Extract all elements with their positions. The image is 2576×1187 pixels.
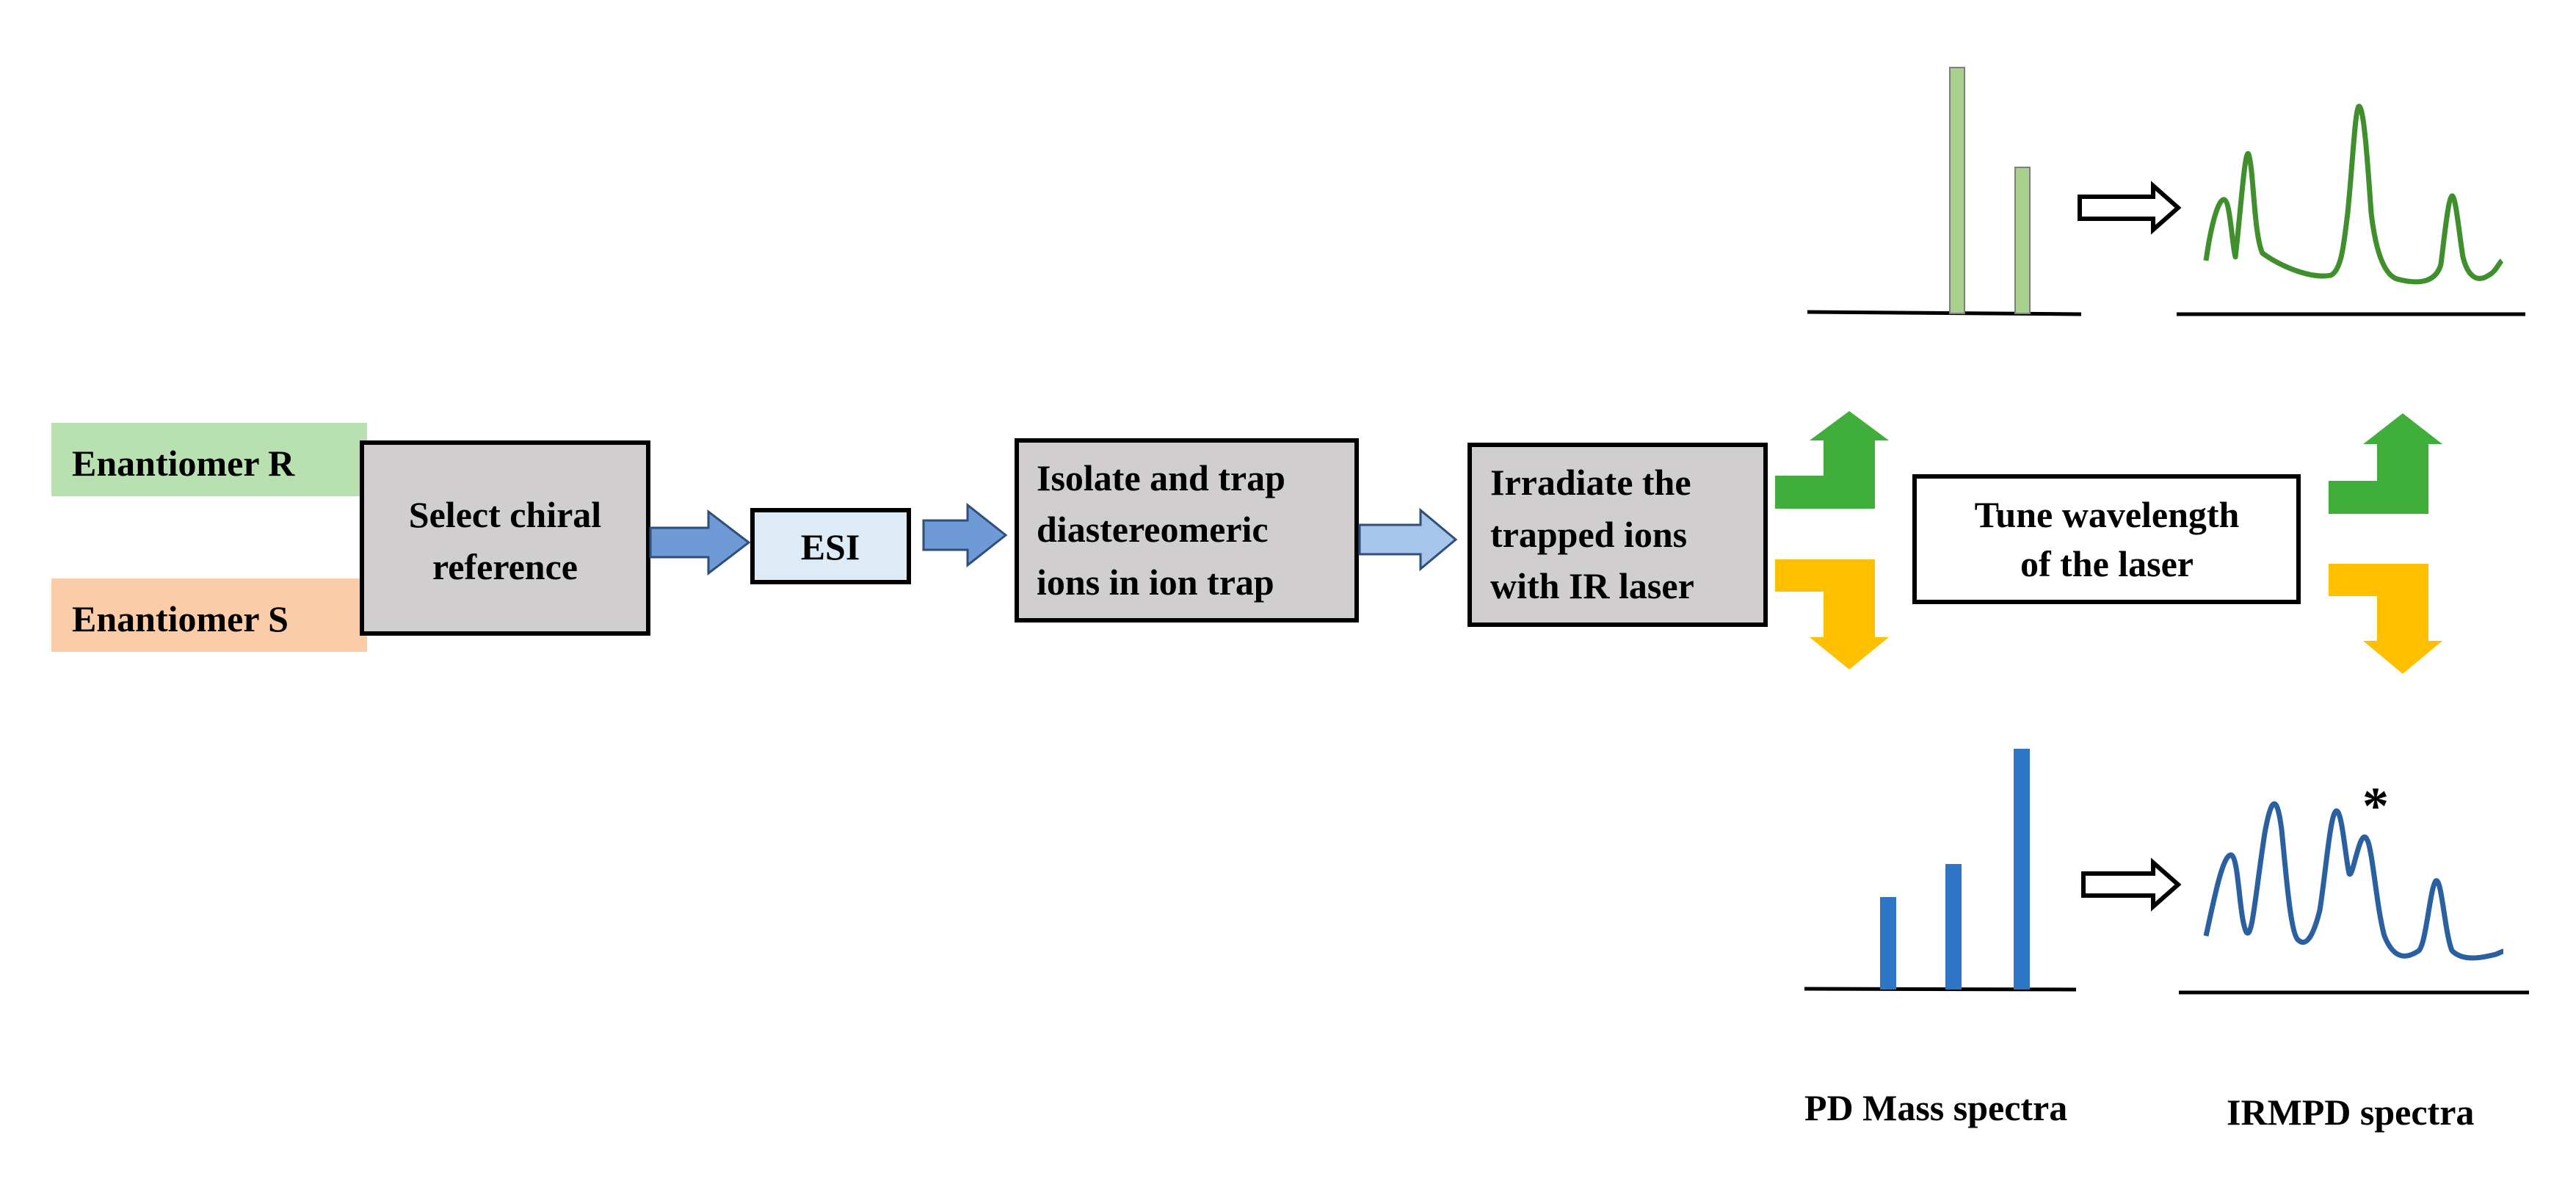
- pd-mass-spectra-label: PD Mass spectra: [1804, 1087, 2067, 1128]
- select-chiral-reference-line-2: reference: [432, 546, 578, 587]
- asterisk-marker: *: [2362, 777, 2389, 835]
- tune-wavelength-line-1: Tune wavelength: [1975, 494, 2240, 535]
- green-transition-arrow: [2078, 181, 2182, 235]
- select-chiral-reference-frame: [360, 440, 650, 636]
- enantiomer-s-text: Enantiomer S: [72, 598, 289, 639]
- flow-arrow-1: [649, 509, 751, 576]
- enantiomer-r-text: Enantiomer R: [72, 443, 295, 484]
- flow-arrow-2: [922, 502, 1008, 568]
- enantiomer-s-label: Enantiomer S: [51, 578, 367, 652]
- select-chiral-reference-line-1: Select chiral: [409, 494, 602, 535]
- flow-arrow-3: [1358, 507, 1458, 572]
- irmpd-spectra-label: IRMPD spectra: [2227, 1092, 2474, 1133]
- irradiate-line-2: trapped ions: [1490, 514, 1687, 555]
- blue-mass-peak-3: [2014, 749, 2030, 990]
- green-mass-peak-2: [2014, 167, 2031, 314]
- enantiomer-s-background: [51, 578, 367, 652]
- enantiomer-r-background: [51, 423, 367, 496]
- isolate-and-trap-line-3: ions in ion trap: [1037, 562, 1274, 603]
- green-mass-peak-1: [1949, 67, 1965, 314]
- isolate-and-trap-line-1: Isolate and trap: [1037, 457, 1285, 498]
- green-irmpd-curve: [2203, 104, 2504, 285]
- tune-wavelength-frame: [1912, 474, 2301, 604]
- blue-mass-spectrum-baseline: [1804, 987, 2077, 992]
- green-irmpd-spectrum: [2177, 104, 2525, 316]
- esi-text: ESI: [801, 526, 860, 567]
- esi-box: ESI: [750, 508, 911, 584]
- blue-mass-peak-2: [1945, 864, 1962, 990]
- blue-mass-peak-1: [1880, 897, 1896, 990]
- select-chiral-reference-box: Select chiral reference: [360, 440, 650, 636]
- esi-frame: [750, 508, 911, 584]
- green-mass-spectrum-baseline: [1807, 310, 2082, 316]
- tune-wavelength-box: Tune wavelength of the laser: [1912, 474, 2301, 604]
- blue-mass-spectrum: [1804, 749, 2077, 992]
- yellow-bent-arrow-right: [2329, 564, 2442, 674]
- blue-transition-arrow: [2081, 857, 2182, 912]
- irradiate-frame: [1467, 443, 1768, 627]
- isolate-and-trap-frame: [1015, 438, 1359, 622]
- blue-irmpd-curve: [2203, 801, 2504, 961]
- green-mass-spectrum: [1807, 67, 2082, 316]
- yellow-bent-arrow-left: [1775, 559, 1889, 669]
- irradiate-line-1: Irradiate the: [1490, 462, 1691, 503]
- enantiomer-r-label: Enantiomer R: [51, 423, 367, 496]
- irradiate-box: Irradiate the trapped ions with IR laser: [1467, 443, 1768, 627]
- isolate-and-trap-line-2: diastereomeric: [1037, 509, 1269, 550]
- tune-wavelength-line-2: of the laser: [2020, 543, 2194, 584]
- blue-irmpd-spectrum: *: [2179, 777, 2529, 995]
- green-bent-arrow-right: [2329, 413, 2442, 514]
- isolate-and-trap-box: Isolate and trap diastereomeric ions in …: [1015, 438, 1359, 622]
- irradiate-line-3: with IR laser: [1490, 565, 1694, 606]
- green-bent-arrow-left: [1775, 411, 1889, 509]
